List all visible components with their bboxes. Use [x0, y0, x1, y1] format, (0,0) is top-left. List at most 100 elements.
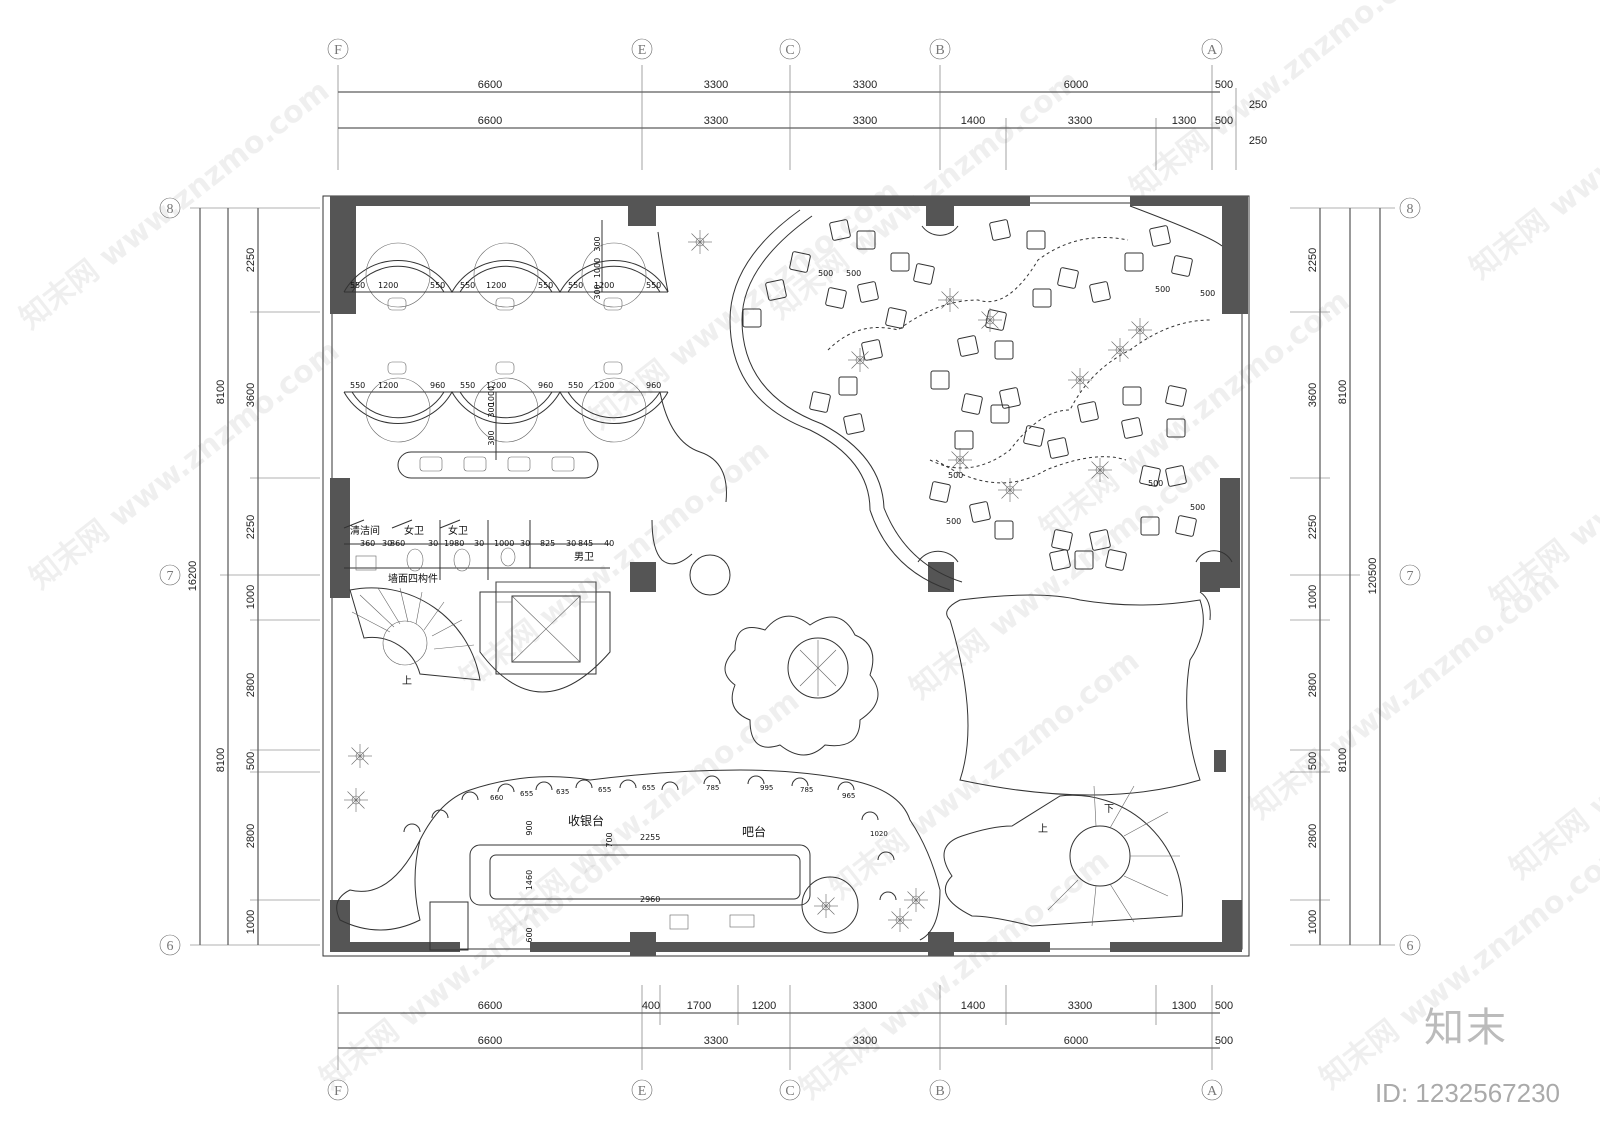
bar-stool-2: [461, 791, 479, 801]
plant-14: [888, 908, 912, 932]
bar-stool-1: [431, 809, 449, 819]
watermark-16: 知末网 www.znzmo.com: [1313, 833, 1600, 1096]
bar-curve-dim-7: 785: [800, 786, 813, 794]
plant-13: [998, 478, 1022, 502]
curved-partition: [729, 209, 1204, 796]
axis-c-bottom: C: [779, 1079, 801, 1101]
bar-stool-8: [703, 775, 721, 785]
left-seg-0: 2250: [245, 248, 257, 272]
toilet-dim-0: 360: [360, 539, 375, 548]
svg-text:7: 7: [1407, 569, 1414, 584]
left-seg-4: 2800: [245, 673, 257, 697]
dining-table-37: [1166, 418, 1186, 438]
plant-11: [848, 348, 872, 372]
plant-9: [948, 448, 972, 472]
watermark-6: 知末网 www.znzmo.com: [1123, 0, 1446, 206]
bar-curve-dim-0: 660: [490, 794, 503, 802]
svg-text:6: 6: [1407, 939, 1414, 954]
dining-table-3: [765, 279, 787, 301]
booth-dim-top-0: 550: [350, 281, 365, 290]
bar-curve-dim-9: 1020: [870, 830, 888, 838]
dining-table-43: [1124, 252, 1144, 272]
dining-table-19: [838, 376, 858, 396]
toilet-dim-10: 845: [578, 539, 593, 548]
booth-vert-2: 300: [593, 284, 602, 299]
right-group-2: 8100: [1337, 748, 1349, 772]
watermark-12: 知末网 www.znzmo.com: [1483, 353, 1600, 616]
left-seg-7: 1000: [245, 910, 257, 934]
seat-dim-6: 500: [1190, 503, 1205, 512]
watermark-11: 知末网 www.znzmo.com: [1463, 23, 1600, 286]
booth-dim-top-5: 550: [538, 281, 553, 290]
booth-dim-top-7: 1200: [594, 281, 614, 290]
dining-table-11: [1057, 267, 1079, 289]
toilet-dim-1: 30: [382, 539, 392, 548]
room-female-2: 女卫: [448, 524, 468, 537]
axis-b-top: B: [929, 38, 951, 60]
plant-5: [938, 288, 962, 312]
dining-table-39: [1165, 465, 1187, 487]
booth-vert-mid-1: 1000: [487, 386, 496, 406]
bar-dim-4: 2960: [640, 895, 660, 904]
booth-dim-top-4: 1200: [486, 281, 506, 290]
right-seg-7: 1000: [1307, 910, 1319, 934]
toilet-dim-5: 30: [474, 539, 484, 548]
right-seg-1: 3600: [1307, 383, 1319, 407]
elevator-core: [479, 581, 611, 693]
dining-table-14: [985, 309, 1007, 331]
seat-dim-1: 500: [846, 269, 861, 278]
bottom-dim-6: 1400: [961, 1000, 985, 1012]
dining-table-23: [961, 393, 983, 415]
left-seg-2: 2250: [245, 515, 257, 539]
bottom-dim-9: 500: [1215, 1000, 1233, 1012]
dining-table-8: [913, 263, 935, 285]
plant-10: [1088, 458, 1112, 482]
top2-dim-2: 3300: [704, 115, 728, 127]
dining-table-0: [829, 219, 851, 241]
dining-table-46: [1074, 550, 1094, 570]
top-dim-5: 500: [1215, 79, 1233, 91]
bottom-dim-2: 400: [642, 1000, 660, 1012]
right-group-1: 8100: [1337, 380, 1349, 404]
svg-text:8: 8: [167, 202, 174, 217]
booth-dim-top-6: 550: [568, 281, 583, 290]
dining-table-18: [861, 339, 883, 361]
bar-dim-3: 1460: [525, 870, 534, 890]
dining-table-22: [930, 370, 950, 390]
axis-e-top: E: [631, 38, 653, 60]
right-seg-3: 1000: [1307, 585, 1319, 609]
svg-text:B: B: [935, 43, 944, 58]
booth-area-top: [343, 220, 669, 311]
plant-8: [1108, 338, 1132, 362]
svg-text:8: 8: [1407, 202, 1414, 217]
right-total: 120500: [1367, 558, 1379, 595]
toilet-dim-7: 30: [520, 539, 530, 548]
dining-table-1: [856, 230, 876, 250]
dining-table-26: [1023, 425, 1045, 447]
dining-table-41: [1175, 515, 1197, 537]
top2-dim-5: 3300: [1068, 115, 1092, 127]
dining-table-9: [989, 219, 1011, 241]
top2-dim-1: 6600: [478, 115, 502, 127]
dining-table-13: [1032, 288, 1052, 308]
brand-watermark: 知末: [1424, 1005, 1508, 1051]
left-seg-6: 2800: [245, 824, 257, 848]
dining-table-38: [1139, 465, 1161, 487]
bar-curve-dim-1: 655: [520, 790, 533, 798]
dining-table-32: [1051, 529, 1073, 551]
seat-dim-7: 500: [1148, 479, 1163, 488]
stair-down-right: 下: [1104, 804, 1114, 815]
axis-bubbles: F E C B A F E C B A 8 7 6 8 7 6: [159, 38, 1421, 1101]
seat-dim-3: 500: [946, 517, 961, 526]
axis-7-right: 7: [1399, 564, 1421, 586]
room-male: 男卫: [574, 551, 594, 563]
left-group-1: 8100: [215, 380, 227, 404]
axis-7-left: 7: [159, 564, 181, 586]
bar-curve-dim-6: 995: [760, 784, 773, 792]
dining-table-7: [890, 252, 910, 272]
bar-stool-14: [879, 891, 897, 901]
booth-vert-mid-2: 300: [487, 430, 496, 445]
